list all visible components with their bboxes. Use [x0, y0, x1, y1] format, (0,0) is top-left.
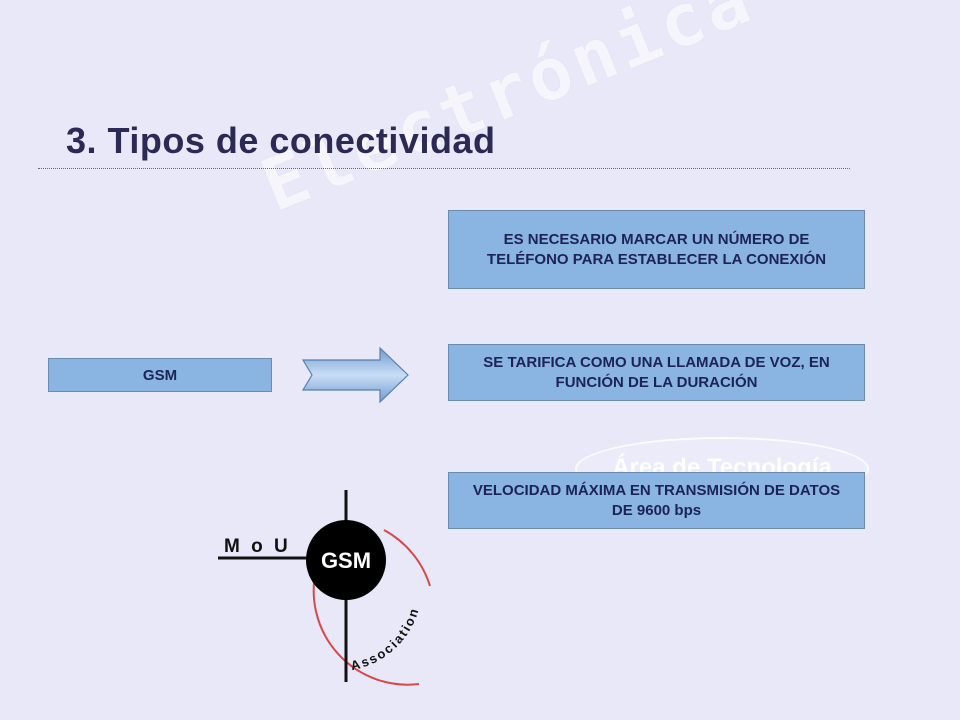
gsm-mou-association-logo: M o U GSM Association [218, 490, 431, 686]
title-divider [38, 168, 850, 169]
svg-text:GSM: GSM [321, 548, 371, 573]
svg-text:Association: Association [349, 605, 422, 673]
info-box-speed: VELOCIDAD MÁXIMA EN TRANSMISIÓN DE DATOS… [448, 472, 865, 529]
watermark-text: Electrónica D [250, 0, 853, 228]
arrow-right-icon [301, 346, 409, 404]
svg-text:M o U: M o U [224, 536, 291, 557]
gsm-box: GSM [48, 358, 272, 392]
info-box-dialing: ES NECESARIO MARCAR UN NÚMERO DE TELÉFON… [448, 210, 865, 289]
info-box-billing: SE TARIFICA COMO UNA LLAMADA DE VOZ, EN … [448, 344, 865, 401]
slide-title: 3. Tipos de conectividad [66, 120, 496, 161]
